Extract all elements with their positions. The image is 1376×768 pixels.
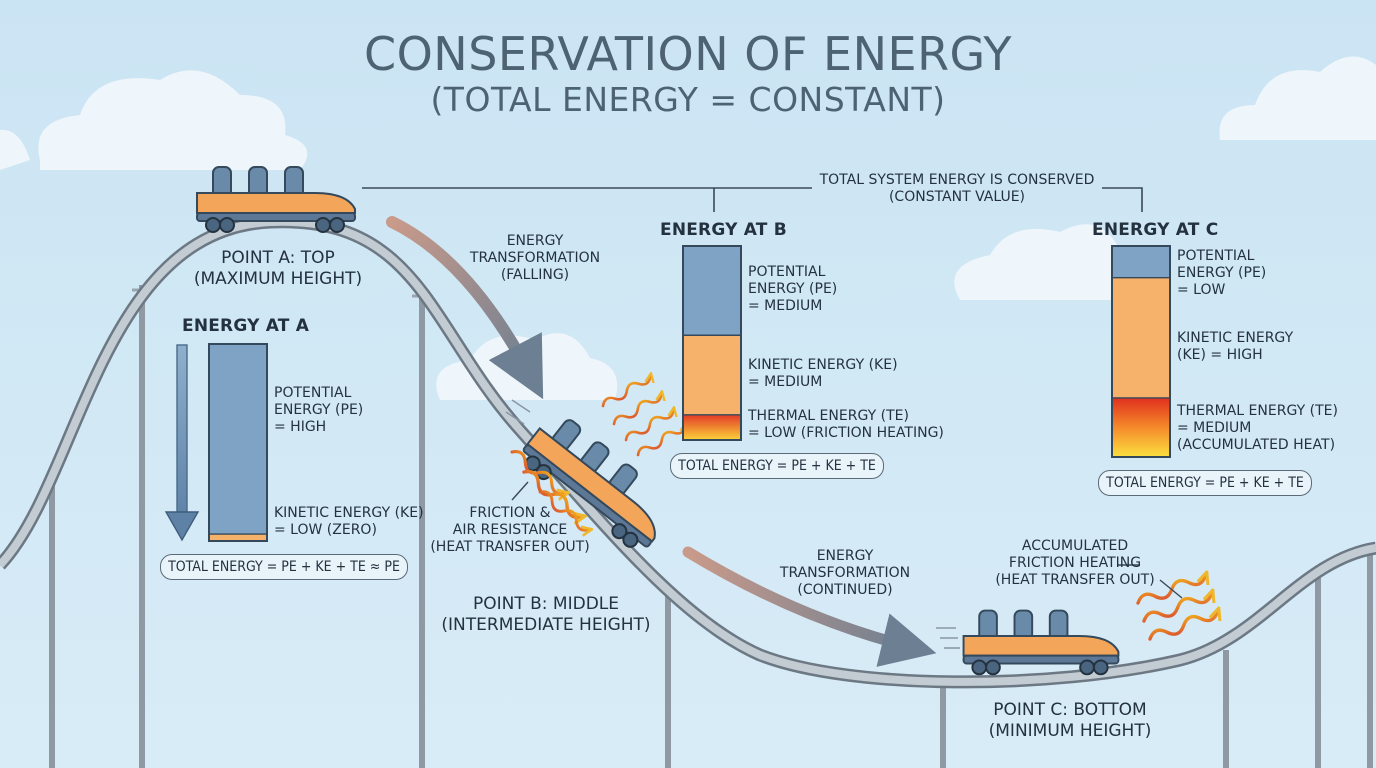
friction-note: FRICTION & AIR RESISTANCE (HEAT TRANSFER… (430, 505, 590, 556)
speed-lines (505, 399, 960, 649)
transformation-continued-note: ENERGY TRANSFORMATION (CONTINUED) (779, 548, 911, 599)
te-label-c: THERMAL ENERGY (TE) = MEDIUM (ACCUMULATE… (1177, 403, 1338, 454)
point-a-label: POINT A: TOP (MAXIMUM HEIGHT) (193, 248, 363, 289)
energy-at-a-heading: ENERGY AT A (182, 316, 310, 336)
bar-outline (208, 343, 268, 542)
bar-outline (682, 245, 742, 441)
page-subtitle: (TOTAL ENERGY = CONSTANT) (430, 80, 946, 119)
ke-label-b: KINETIC ENERGY (KE) = MEDIUM (748, 357, 898, 391)
total-energy-c: TOTAL ENERGY = PE + KE + TE (1098, 470, 1312, 496)
conserved-note: TOTAL SYSTEM ENERGY IS CONSERVED (CONSTA… (819, 172, 1095, 206)
pe-label-a: POTENTIAL ENERGY (PE) = HIGH (274, 385, 364, 436)
transformation-falling-arrow (386, 216, 544, 400)
track-supports (49, 285, 1373, 768)
pe-label-c: POTENTIAL ENERGY (PE) = LOW (1177, 248, 1267, 299)
te-label-b: THERMAL ENERGY (TE) = LOW (FRICTION HEAT… (748, 408, 944, 442)
page-title: CONSERVATION OF ENERGY (363, 27, 1012, 81)
total-energy-a: TOTAL ENERGY = PE + KE + TE ≈ PE (160, 554, 408, 580)
te-segment (683, 414, 741, 440)
energy-bar-c (1111, 245, 1171, 458)
ke-segment (1112, 277, 1170, 398)
pe-segment (683, 246, 741, 336)
point-c-label: POINT C: BOTTOM (MINIMUM HEIGHT) (988, 700, 1152, 741)
point-b-label: POINT B: MIDDLE (INTERMEDIATE HEIGHT) (441, 594, 651, 635)
pe-segment (209, 344, 267, 535)
accumulated-heating-note: ACCUMULATED FRICTION HEATING (HEAT TRANS… (995, 538, 1155, 589)
te-segment (1112, 397, 1170, 457)
energy-bar-a (208, 343, 268, 542)
ke-segment (683, 335, 741, 415)
ke-segment (209, 534, 267, 541)
energy-bar-b (682, 245, 742, 441)
ke-label-a: KINETIC ENERGY (KE) = LOW (ZERO) (274, 505, 424, 539)
pe-segment (1112, 246, 1170, 278)
clouds (0, 56, 1376, 400)
conserved-bracket (362, 187, 1143, 212)
total-energy-b: TOTAL ENERGY = PE + KE + TE (670, 453, 884, 479)
transformation-continued-arrow (682, 546, 937, 667)
transformation-falling-note: ENERGY TRANSFORMATION (FALLING) (469, 233, 601, 284)
energy-at-b-heading: ENERGY AT B (660, 220, 787, 240)
energy-at-c-heading: ENERGY AT C (1092, 220, 1219, 240)
bar-outline (1111, 245, 1171, 458)
ke-label-c: KINETIC ENERGY (KE) = HIGH (1177, 330, 1294, 364)
pe-label-b: POTENTIAL ENERGY (PE) = MEDIUM (748, 264, 838, 315)
height-down-arrow (164, 344, 200, 542)
